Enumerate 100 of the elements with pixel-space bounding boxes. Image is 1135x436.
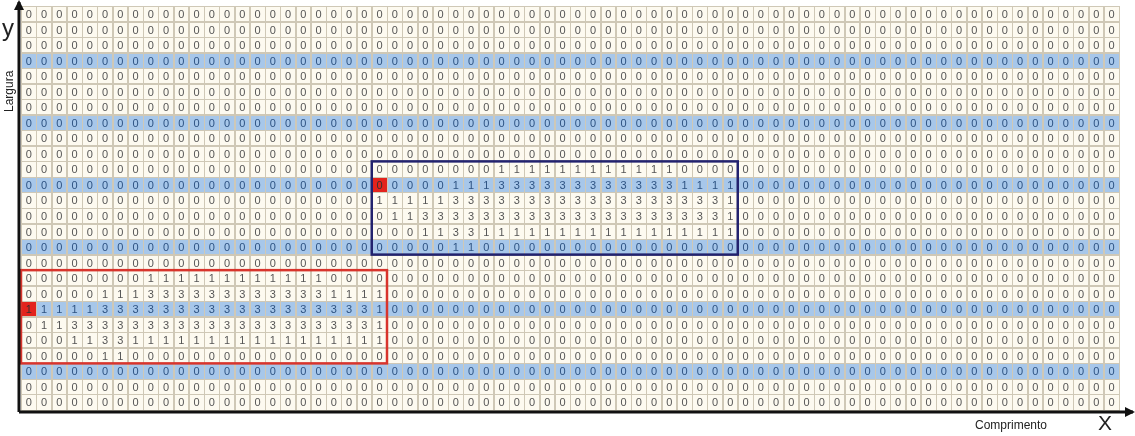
grid-cell: 0 xyxy=(951,192,968,209)
grid-cell: 1 xyxy=(143,332,159,349)
grid-cell: 0 xyxy=(280,99,297,116)
grid-cell: 0 xyxy=(509,99,525,116)
grid-cell: 0 xyxy=(631,332,647,349)
grid-cell: 3 xyxy=(646,208,663,225)
grid-cell: 0 xyxy=(875,270,891,287)
grid-cell: 0 xyxy=(570,68,586,85)
grid-cell: 0 xyxy=(143,99,159,116)
grid-cell: 0 xyxy=(463,37,480,54)
grid-cell: 0 xyxy=(158,37,175,54)
grid-cell: 0 xyxy=(402,68,419,85)
grid-cell: 0 xyxy=(158,161,175,178)
grid-cell: 1 xyxy=(402,192,419,209)
grid-cell: 3 xyxy=(158,301,175,318)
grid-cell: 0 xyxy=(951,301,968,318)
grid-cell: 0 xyxy=(890,301,907,318)
grid-cell: 0 xyxy=(875,394,891,411)
grid-cell: 0 xyxy=(280,192,297,209)
grid-cell: 3 xyxy=(585,192,602,209)
grid-cell: 0 xyxy=(463,332,480,349)
grid-cell: 1 xyxy=(341,332,358,349)
grid-cell: 0 xyxy=(631,68,647,85)
grid-cell: 0 xyxy=(326,130,342,147)
grid-cell: 0 xyxy=(631,130,647,147)
grid-cell: 0 xyxy=(341,37,358,54)
grid-cell: 0 xyxy=(997,192,1013,209)
grid-cell: 0 xyxy=(1058,239,1074,256)
grid-cell: 0 xyxy=(936,192,952,209)
grid-cell: 0 xyxy=(692,6,708,23)
grid-cell: 1 xyxy=(36,301,53,318)
grid-cell: 0 xyxy=(1012,270,1029,287)
grid-cell: 0 xyxy=(692,37,708,54)
grid-cell: 0 xyxy=(692,68,708,85)
grid-cell: 0 xyxy=(524,99,541,116)
grid-cell: 0 xyxy=(936,208,952,225)
grid-cell: 0 xyxy=(219,161,236,178)
grid-cell: 0 xyxy=(143,68,159,85)
grid-cell: 0 xyxy=(585,332,602,349)
grid-cell: 0 xyxy=(219,130,236,147)
grid-cell: 0 xyxy=(1058,6,1074,23)
grid-cell: 0 xyxy=(875,239,891,256)
grid-cell: 0 xyxy=(1058,270,1074,287)
grid-cell: 0 xyxy=(402,363,419,380)
grid-cell: 0 xyxy=(509,6,525,23)
grid-cell: 0 xyxy=(265,394,281,411)
grid-cell: 0 xyxy=(951,37,968,54)
grid-cell: 0 xyxy=(814,192,830,209)
grid-cell: 0 xyxy=(875,363,891,380)
grid-cell: 0 xyxy=(509,332,525,349)
grid-cell: 3 xyxy=(692,192,708,209)
grid-cell: 0 xyxy=(570,99,586,116)
grid-cell: 0 xyxy=(1073,99,1090,116)
grid-cell: 0 xyxy=(570,394,586,411)
grid-cell: 0 xyxy=(158,6,175,23)
grid-cell: 0 xyxy=(875,332,891,349)
grid-cell: 0 xyxy=(829,6,846,23)
grid-cell: 0 xyxy=(21,239,37,256)
grid-cell: 0 xyxy=(646,6,663,23)
grid-cell: 0 xyxy=(1058,363,1074,380)
grid-cell: 0 xyxy=(585,37,602,54)
grid-cell: 0 xyxy=(707,37,724,54)
grid-cell: 0 xyxy=(219,6,236,23)
grid-cell: 0 xyxy=(997,6,1013,23)
grid-cell: 3 xyxy=(448,192,464,209)
grid-cell: 0 xyxy=(326,161,342,178)
grid-cell: 0 xyxy=(951,394,968,411)
grid-cell: 0 xyxy=(82,161,98,178)
grid-cell: 0 xyxy=(143,208,159,225)
grid-cell: 0 xyxy=(707,99,724,116)
grid-cell: 0 xyxy=(341,394,358,411)
grid-cell: 0 xyxy=(463,68,480,85)
grid-cell: 0 xyxy=(1073,239,1090,256)
grid-cell: 0 xyxy=(646,270,663,287)
grid-cell: 0 xyxy=(387,68,403,85)
grid-cell: 0 xyxy=(82,208,98,225)
grid-cell: 0 xyxy=(814,208,830,225)
grid-cell: 3 xyxy=(585,208,602,225)
grid-cell: 0 xyxy=(585,68,602,85)
grid-cell: 0 xyxy=(890,192,907,209)
grid-cell: 0 xyxy=(814,270,830,287)
grid-cell: 0 xyxy=(1012,6,1029,23)
grid-cell: 0 xyxy=(387,130,403,147)
grid-cell: 3 xyxy=(326,301,342,318)
grid-cell: 0 xyxy=(692,394,708,411)
grid-cell: 0 xyxy=(951,270,968,287)
grid-cell: 0 xyxy=(753,161,769,178)
grid-cell: 3 xyxy=(341,301,358,318)
grid-cell: 0 xyxy=(692,270,708,287)
grid-cell: 0 xyxy=(829,161,846,178)
grid-cell: 0 xyxy=(1058,301,1074,318)
grid-cell: 0 xyxy=(143,130,159,147)
grid-cell: 0 xyxy=(768,37,785,54)
grid-cell: 0 xyxy=(1012,332,1029,349)
grid-cell: 0 xyxy=(280,37,297,54)
grid-cell: 0 xyxy=(890,6,907,23)
grid-cell: 0 xyxy=(936,332,952,349)
grid-cell: 3 xyxy=(448,208,464,225)
grid-cell: 3 xyxy=(463,192,480,209)
grid-cell: 0 xyxy=(997,270,1013,287)
